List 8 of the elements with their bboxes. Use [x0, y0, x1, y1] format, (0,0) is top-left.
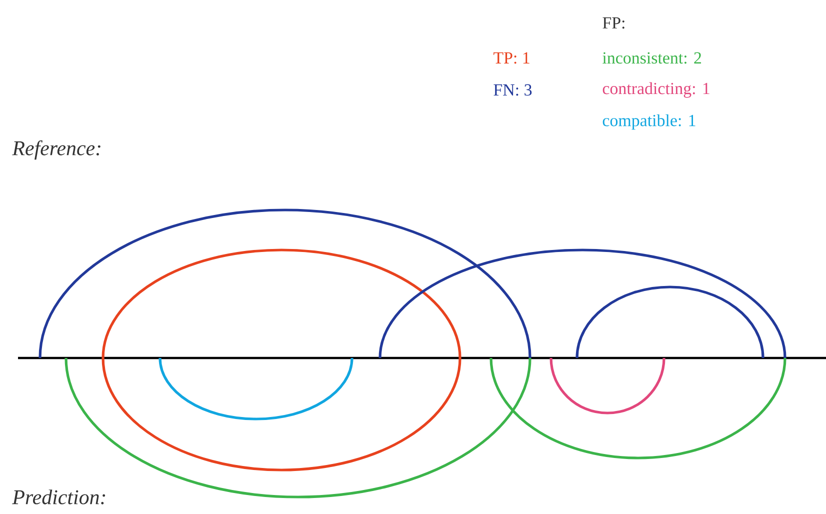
row-label: Reference: [12, 140, 100, 160]
legend-entry: FN: 3 [494, 84, 532, 96]
row-label: Prediction: [12, 490, 106, 504]
legend-entry: TP: 1 [494, 52, 530, 64]
legend-entry: inconsistent: 2 [602, 52, 701, 64]
heading-text: FP: [602, 17, 624, 29]
legend-entry: compatible: 1 [602, 114, 696, 130]
legend-entry: contradicting: 1 [602, 82, 710, 98]
